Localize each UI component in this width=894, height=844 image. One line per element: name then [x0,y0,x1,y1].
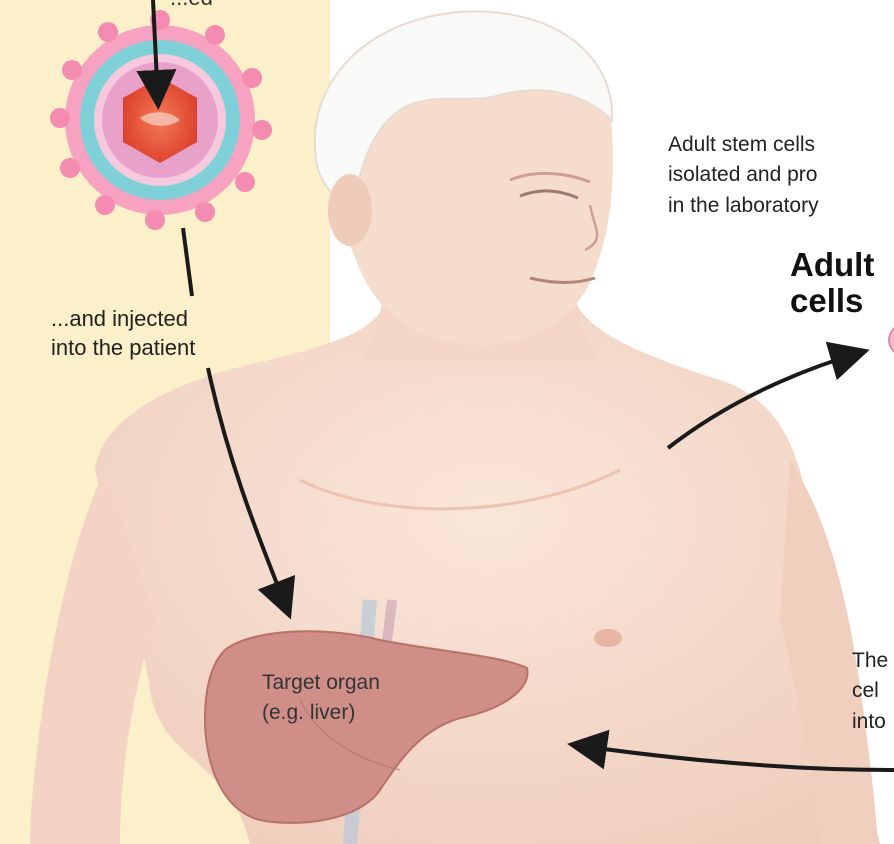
adult-isolated-line-2: isolated and pro [668,160,819,190]
the-cells-line-3: into [852,707,888,737]
label-injected-into-patient: ...and injected into the patient [51,305,195,362]
target-organ-line-2: (e.g. liver) [262,698,380,728]
label-target-organ: Target organ (e.g. liver) [262,668,380,729]
adult-stem-cell-partial [889,324,894,356]
label-adult-stem-cells-isolated: Adult stem cells isolated and pro in the… [668,130,819,221]
heading-adult-cells: Adult cells [790,247,874,318]
injected-line-1: ...and injected [51,305,195,334]
adult-isolated-line-1: Adult stem cells [668,130,819,160]
label-cells-returned: The cel into [852,646,888,737]
target-organ-line-1: Target organ [262,668,380,698]
the-cells-line-2: cel [852,676,888,706]
adult-heading-line-2: cells [790,283,874,319]
injected-line-2: into the patient [51,334,195,363]
adult-isolated-line-3: in the laboratory [668,191,819,221]
adult-heading-line-1: Adult [790,247,874,283]
ear [328,174,372,246]
the-cells-line-1: The [852,646,888,676]
nipple [594,629,622,647]
top-fragment-text: ...ed [170,0,213,13]
top-label-fragment: ...ed [170,0,213,13]
